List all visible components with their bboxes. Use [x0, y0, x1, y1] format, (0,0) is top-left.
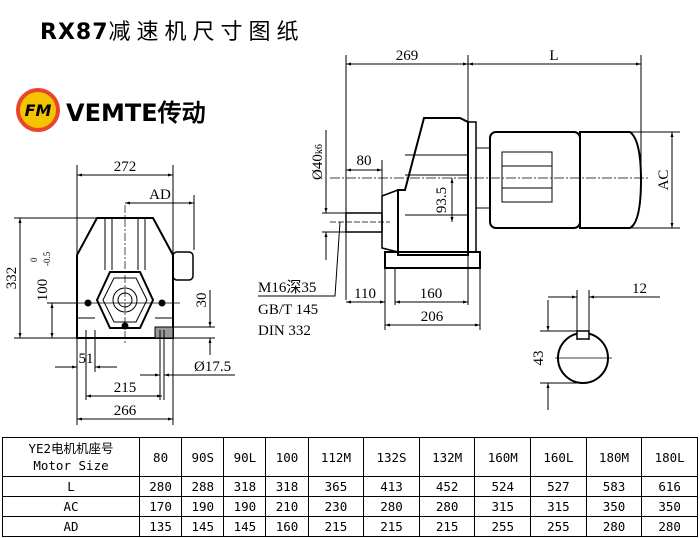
header-cn: YE2电机机座号 [28, 441, 114, 456]
size-cell: 180L [641, 437, 698, 477]
row-label: L [2, 476, 140, 497]
table-cell: 318 [265, 476, 309, 497]
thread-spec: M16深35 [258, 279, 316, 296]
table-row: L 280 288 318 318 365 413 452 524 527 58… [2, 476, 698, 497]
dim-100: 100 [35, 279, 51, 302]
dim-80: 80 [357, 153, 372, 169]
model-name: RX87 [40, 20, 109, 45]
standard-din: DIN 332 [258, 323, 311, 339]
dim-shaft-dia: Ø40k6 [310, 144, 326, 180]
table-cell: 190 [181, 496, 225, 517]
size-cell: 160M [474, 437, 532, 477]
table-cell: 413 [363, 476, 420, 497]
dim-43: 43 [531, 351, 547, 366]
title-suffix: 减速机尺寸图纸 [108, 20, 305, 45]
dim-l: L [549, 48, 558, 64]
brand-logo: FM VEMTE传动 [16, 88, 206, 132]
header-en: Motor Size [33, 458, 109, 473]
dim-ad: AD [149, 187, 171, 203]
table-cell: 280 [363, 496, 420, 517]
header-cell: YE2电机机座号 Motor Size [2, 437, 140, 477]
table-cell: 210 [265, 496, 309, 517]
tol-upper: 0 [29, 257, 39, 262]
dim-266: 266 [114, 403, 137, 419]
row-label: AD [2, 516, 140, 537]
row-label: AC [2, 496, 140, 517]
table-cell: 215 [307, 516, 365, 537]
dim-269: 269 [396, 48, 419, 64]
dim-206: 206 [421, 309, 444, 325]
table-cell: 583 [585, 476, 643, 497]
table-cell: 160 [265, 516, 309, 537]
table-cell: 280 [138, 476, 183, 497]
table-cell: 365 [307, 476, 365, 497]
page-title: RX87减速机尺寸图纸 [40, 14, 305, 46]
table-cell: 280 [585, 516, 643, 537]
dim-215: 215 [114, 380, 137, 396]
table-cell: 350 [585, 496, 643, 517]
dim-272: 272 [114, 159, 137, 175]
table-cell: 616 [641, 476, 698, 497]
size-cell: 132S [363, 437, 420, 477]
size-cell: 112M [307, 437, 365, 477]
dim-93-5: 93.5 [434, 187, 450, 213]
table-cell: 215 [363, 516, 420, 537]
table-cell: 280 [418, 496, 476, 517]
dim-ac: AC [656, 170, 672, 191]
table-cell: 315 [530, 496, 587, 517]
size-cell: 160L [530, 437, 587, 477]
logo-badge-text: FM [24, 100, 52, 120]
table-cell: 255 [474, 516, 532, 537]
tol-lower: -0.5 [42, 251, 52, 266]
table-cell: 527 [530, 476, 587, 497]
table-header-row: YE2电机机座号 Motor Size 80 90S 90L 100 112M 1… [2, 437, 698, 477]
dim-51: 51 [79, 351, 94, 367]
size-cell: 80 [138, 437, 183, 477]
table-cell: 255 [530, 516, 587, 537]
table-cell: 280 [641, 516, 698, 537]
size-cell: 90L [223, 437, 267, 477]
size-cell: 100 [265, 437, 309, 477]
logo-badge-icon: FM [16, 88, 60, 132]
side-view [258, 55, 680, 330]
logo-text: VEMTE传动 [66, 98, 206, 127]
table-cell: 288 [181, 476, 225, 497]
front-view [14, 165, 235, 425]
size-cell: 180M [585, 437, 643, 477]
size-cell: 90S [181, 437, 225, 477]
table-cell: 452 [418, 476, 476, 497]
standard-gbt: GB/T 145 [258, 302, 318, 318]
dim-160: 160 [420, 286, 443, 302]
table-cell: 315 [474, 496, 532, 517]
dim-332: 332 [4, 267, 20, 290]
dim-hole: Ø17.5 [194, 359, 231, 375]
dim-30: 30 [194, 293, 210, 308]
table-cell: 170 [138, 496, 183, 517]
table-cell: 135 [138, 516, 183, 537]
dim-12: 12 [632, 281, 647, 297]
table-cell: 524 [474, 476, 532, 497]
shaft-dia: Ø40 [310, 154, 326, 180]
dim-110: 110 [354, 286, 376, 302]
table-cell: 190 [223, 496, 267, 517]
shaft-fit: k6 [314, 144, 325, 154]
table-cell: 350 [641, 496, 698, 517]
table-cell: 230 [307, 496, 365, 517]
table-cell: 318 [223, 476, 267, 497]
table-cell: 145 [181, 516, 225, 537]
table-row: AC 170 190 190 210 230 280 280 315 315 3… [2, 496, 698, 517]
table-cell: 145 [223, 516, 267, 537]
motor-size-table: YE2电机机座号 Motor Size 80 90S 90L 100 112M 1… [2, 437, 698, 537]
key-section-view [540, 290, 660, 410]
table-cell: 215 [418, 516, 476, 537]
size-cell: 132M [418, 437, 476, 477]
table-row: AD 135 145 145 160 215 215 215 255 255 2… [2, 516, 698, 537]
